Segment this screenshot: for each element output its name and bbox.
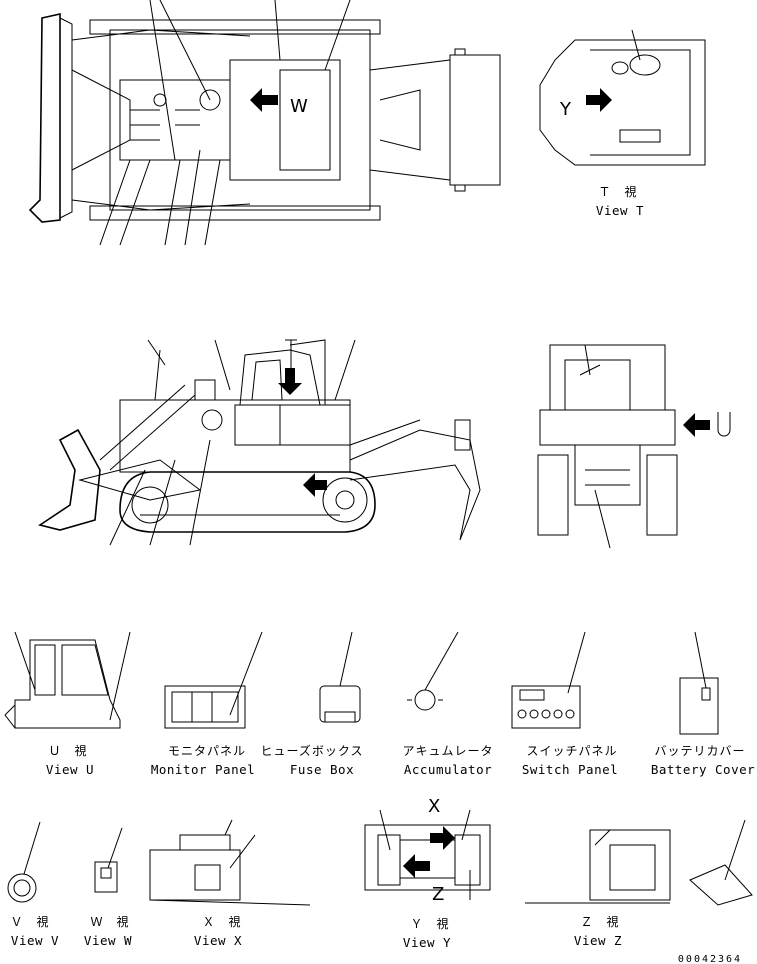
- view-x-label-en: View X: [194, 933, 242, 948]
- view-v-label-jp: Ｖ 視: [10, 914, 49, 929]
- monitor-panel-label-jp: モニタパネル: [168, 744, 246, 758]
- switch-panel-drawing: [511, 631, 586, 729]
- battery-cover-label-en: Battery Cover: [651, 762, 755, 777]
- switch-panel-label-en: Switch Panel: [522, 762, 618, 777]
- view-v-label-en: View V: [11, 933, 59, 948]
- view-x-drawing: [149, 819, 311, 906]
- accumulator-drawing: [407, 631, 459, 711]
- view-w-drawing: [94, 827, 123, 893]
- view-z-label-jp: Ｚ 視: [580, 914, 619, 929]
- battery-cover-drawing: [679, 631, 719, 735]
- dozer-side-view: [38, 339, 481, 546]
- view-u-label-en: View U: [46, 762, 94, 777]
- drawing-number: 00042364: [678, 954, 742, 964]
- view-t-label-jp: Ｔ 視: [598, 184, 637, 199]
- accumulator-label-en: Accumulator: [404, 762, 492, 777]
- dozer-top-view: W: [28, 0, 501, 246]
- monitor-panel-drawing: [164, 631, 263, 729]
- view-x-label-jp: Ｘ 視: [202, 914, 241, 929]
- view-t-drawing: Y Ｔ 視 View T: [539, 29, 706, 218]
- view-t-label-en: View T: [596, 203, 644, 218]
- accumulator-label-jp: アキュムレータ: [402, 744, 493, 758]
- view-z-drawing: [525, 819, 753, 906]
- battery-cover-label-jp: バッテリカバー: [654, 744, 745, 758]
- view-w-label-jp: Ｗ 視: [90, 914, 129, 929]
- view-marker-y-in-t: Y: [559, 99, 572, 120]
- fuse-box-drawing: [319, 631, 361, 723]
- view-marker-x: X: [428, 796, 440, 817]
- switch-panel-label-jp: スイッチパネル: [526, 744, 617, 758]
- view-z-label-en: View Z: [574, 933, 622, 948]
- view-u-label-jp: Ｕ 視: [48, 743, 87, 758]
- fuse-box-label-en: Fuse Box: [290, 762, 354, 777]
- fuse-box-label-jp: ヒューズボックス: [260, 743, 363, 758]
- monitor-panel-label-en: Monitor Panel: [151, 762, 255, 777]
- dozer-rear-view: [537, 344, 731, 549]
- view-y-label-en: View Y: [403, 935, 451, 950]
- view-v-drawing: [7, 821, 41, 903]
- view-y-drawing: X Z: [364, 796, 491, 905]
- view-y-label-jp: Ｙ 視: [410, 916, 449, 931]
- view-u-drawing: [4, 631, 131, 729]
- view-marker-z: Z: [432, 884, 444, 905]
- view-w-label-en: View W: [84, 933, 132, 948]
- view-marker-w: W: [290, 96, 308, 117]
